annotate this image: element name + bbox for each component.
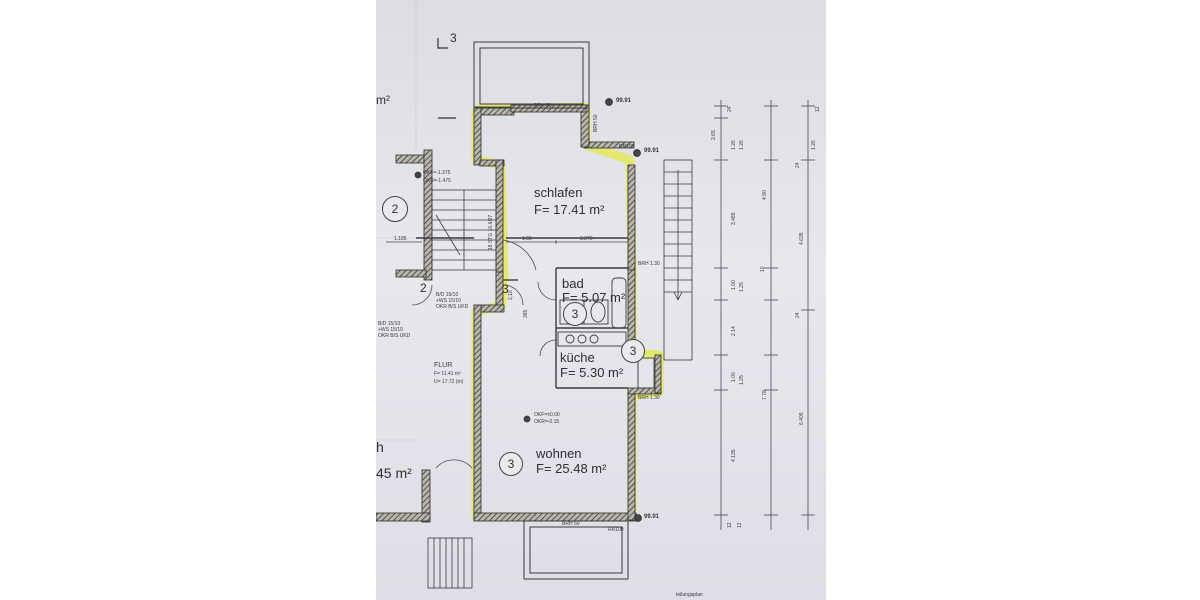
level-stair-okr: OKR=-1.475 xyxy=(423,178,451,184)
dim-col2-3: 1.25 xyxy=(739,282,745,292)
unit-badge-bad: 3 xyxy=(563,302,587,326)
label-brh-side: BRH 50 xyxy=(593,114,599,132)
dim-col2-0: 24 xyxy=(727,106,733,112)
level-top: 99.91 xyxy=(616,98,632,104)
dim-col1-4: 2.14 xyxy=(731,326,737,336)
partial-letter: h xyxy=(376,439,384,455)
level-balcony-right: 99.91 xyxy=(644,148,660,154)
dim-col1-3: 1.00 xyxy=(731,280,737,290)
label-door-note-2b: +WS 15/10 xyxy=(378,327,403,333)
level-markers xyxy=(414,98,642,522)
unit-badge-wohnen: 3 xyxy=(499,452,523,476)
unit-badge-left: 2 xyxy=(382,196,408,222)
dim-col3-3: 4.635 xyxy=(799,232,805,245)
label-opening: 365 xyxy=(523,309,529,318)
room-name-wohnen: wohnen xyxy=(536,446,582,461)
dim-155: 1.55 xyxy=(522,236,532,242)
dim-col1-0: 2.65 xyxy=(711,130,717,140)
label-brh-bad: BRH 1.30 xyxy=(638,261,660,267)
walls xyxy=(376,104,662,523)
dim-col1-7: 12 xyxy=(727,522,733,528)
room-name-schlafen: schlafen xyxy=(534,185,583,200)
floor-plan-sheet: schlafen F= 17.41 m² bad F= 5.07 m² küch… xyxy=(376,0,826,600)
label-door-note-2c: OKR B/S UKD xyxy=(378,333,411,339)
dim-col3-5: 6.405 xyxy=(799,412,805,425)
dim-col2-1: 1.26 xyxy=(739,140,745,150)
dim-col2-5: 1.25 xyxy=(739,375,745,385)
label-brh-bottom: BRH 50 xyxy=(562,521,580,527)
room-area-wohnen: F= 25.48 m² xyxy=(536,461,607,476)
dimension-lines xyxy=(386,100,815,530)
dim-col1-2: 3.485 xyxy=(731,212,737,225)
unit-number-flur: 2 xyxy=(420,281,427,295)
room-name-flur: FLUR xyxy=(434,362,453,369)
dim-col3-0: 12 xyxy=(815,106,821,112)
balconies xyxy=(473,41,629,580)
level-bottom: 99.91 xyxy=(644,514,660,520)
dim-col1-6: 4.135 xyxy=(731,449,737,462)
label-brh-top: BRH 50 xyxy=(534,103,552,109)
bottom-stair xyxy=(427,537,473,589)
dim-2275: 2.275 xyxy=(580,236,593,242)
room-perimeter-flur: U= 17.72 (m) xyxy=(434,379,464,385)
label-door-note-1c: OKR B/S UKD xyxy=(436,304,469,310)
label-door-note-1a: B/D 15/10 xyxy=(436,292,459,298)
dim-col2-7: 12 xyxy=(737,522,743,528)
room-area-schlafen: F= 17.41 m² xyxy=(534,202,605,217)
room-area-bad: F= 5.07 m² xyxy=(562,290,626,305)
right-stair xyxy=(663,159,693,361)
dim-col2-4: 10 xyxy=(760,266,766,272)
room-name-kueche: küche xyxy=(560,350,595,365)
floor-plan-drawing xyxy=(376,0,815,589)
label-door-note-1b: +WS 15/10 xyxy=(436,298,461,304)
room-area-flur: F= 11.41 m² xyxy=(434,371,461,377)
dim-col2-6: 7.78 xyxy=(762,390,768,400)
dim-1185: 1.185 xyxy=(394,236,407,242)
level-wohnen-okr: OKR=-0.15 xyxy=(534,419,560,425)
section-marker xyxy=(437,38,456,119)
unit-badge-kueche: 3 xyxy=(621,339,645,363)
dim-col3-4: 24 xyxy=(795,312,801,318)
level-stair-okf: OKF=-1.375 xyxy=(423,170,451,176)
partial-area-bottom: 45 m² xyxy=(376,465,412,481)
room-area-kueche: F= 5.30 m² xyxy=(560,365,624,380)
label-stair-note: 18 STG 16,6/27 xyxy=(488,214,494,250)
dim-col2-2: 4.90 xyxy=(762,190,768,200)
partial-area-top: m² xyxy=(376,93,390,107)
section-number: 3 xyxy=(450,31,457,45)
door-swings xyxy=(411,239,557,469)
kitchen-fixtures xyxy=(557,331,655,389)
footer-partial: teilungsplan xyxy=(676,592,703,598)
dim-col3-1: 1.26 xyxy=(811,140,817,150)
unit-number-stair: 3 xyxy=(502,282,509,296)
level-wohnen-okf: OKF=±0.00 xyxy=(534,412,560,418)
label-rr-top: RR100 xyxy=(619,144,635,150)
dim-col3-2: 24 xyxy=(795,162,801,168)
label-door-width: 2,16 xyxy=(508,290,514,300)
label-door-note-2a: B/D 15/10 xyxy=(378,321,401,327)
label-brh-kueche: BRH 1.30 xyxy=(638,395,660,401)
dim-col1-1: 1.26 xyxy=(731,140,737,150)
label-rr-bottom: RR100 xyxy=(608,527,624,533)
left-stair xyxy=(431,189,497,271)
dim-col1-5: 1.00 xyxy=(731,372,737,382)
room-name-bad: bad xyxy=(562,276,584,291)
